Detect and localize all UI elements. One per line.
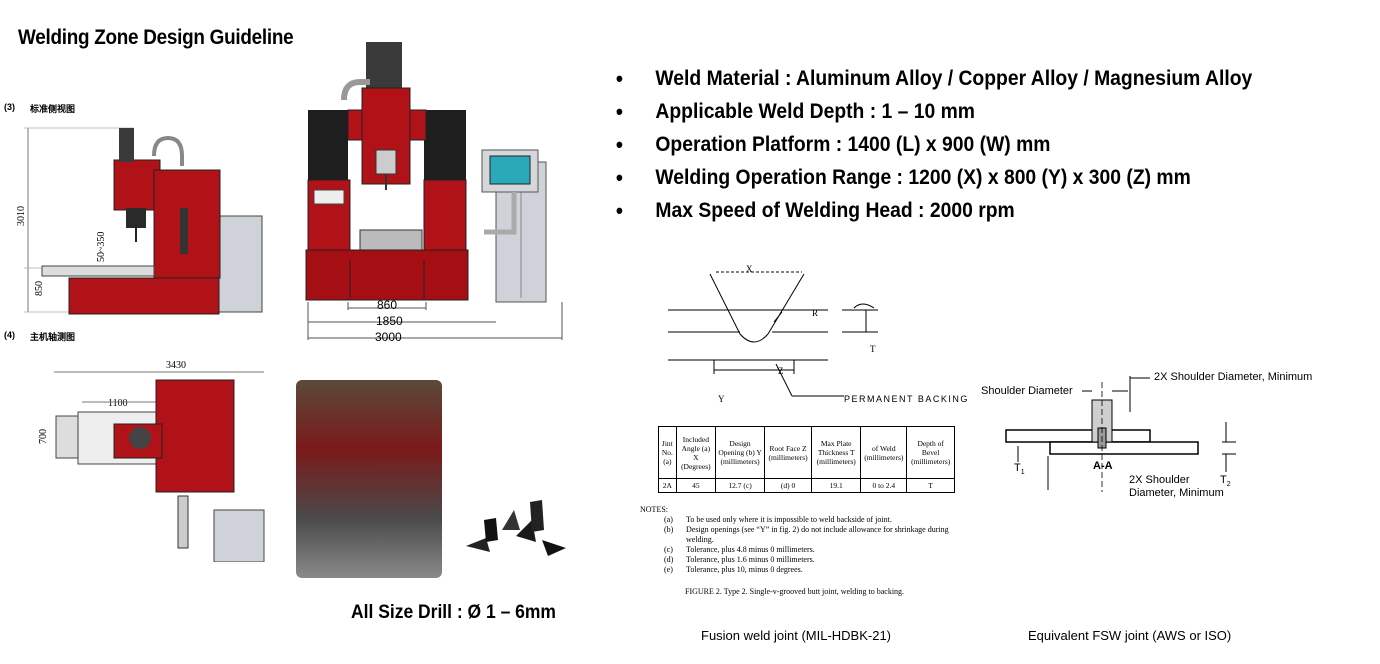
note-item: (a)To be used only where it is impossibl… [664, 515, 892, 524]
table-cell: T [906, 478, 955, 493]
table-cell: 12.7 (c) [714, 478, 766, 493]
table-header: of Weld (millimeters) [860, 426, 908, 479]
side-view-drawing [24, 127, 263, 315]
table-header: Included Angle (a) X (Degrees) [675, 426, 717, 479]
table-header: Max Plate Thickness T (millimeters) [811, 426, 862, 479]
spec-item: Weld Material : Aluminum Alloy / Copper … [614, 62, 1252, 95]
drill-label: All Size Drill : Ø 1 – 6mm [351, 602, 556, 623]
spec-item: Max Speed of Welding Head : 2000 rpm [614, 194, 1252, 227]
note-item: (d)Tolerance, plus 1.6 minus 0 millimete… [664, 555, 815, 564]
front-dim-860: 860 [377, 298, 398, 312]
table-header: Root Face Z (millimeters) [764, 426, 813, 479]
table-header: Design Opening (b) Y (millimeters) [714, 426, 766, 479]
table-cell: 45 [675, 478, 717, 493]
spec-list: Weld Material : Aluminum Alloy / Copper … [614, 62, 1308, 227]
table-cell: (d) 0 [764, 478, 813, 493]
dim-height: 3010 [16, 206, 27, 226]
front-dim-3000: 3000 [375, 330, 402, 344]
fusion-label-r: R [812, 308, 819, 318]
table-cell: 2A [658, 478, 677, 493]
top-dim-width: 3430 [166, 360, 186, 371]
drill-bits-image [466, 500, 566, 556]
note-item: (c)Tolerance, plus 4.8 minus 0 millimete… [664, 545, 815, 554]
spec-item: Welding Operation Range : 1200 (X) x 800… [614, 161, 1252, 194]
fsw-caption: Equivalent FSW joint (AWS or ISO) [1028, 628, 1232, 643]
fusion-notes: NOTES: (a)To be used only where it is im… [640, 505, 980, 575]
fsw-joint-diagram [1005, 376, 1236, 492]
fsw-bottom-label-2: Diameter, Minimum [1129, 487, 1224, 499]
table-header: Jint No. (a) [658, 426, 677, 479]
fsw-section-label: A-A [1093, 460, 1113, 472]
machine-photo [296, 380, 442, 578]
dim-base: 850 [34, 281, 45, 296]
table-cell: 0 to 2.4 [860, 478, 908, 493]
fusion-table: Jint No. (a) Included Angle (a) X (Degre… [658, 426, 955, 493]
fsw-t2-label: T2 [1220, 474, 1231, 489]
spec-item: Applicable Weld Depth : 1 – 10 mm [614, 95, 1252, 128]
fsw-shoulder-label: Shoulder Diameter [981, 385, 1073, 397]
figure-caption: FIGURE 2. Type 2. Single-v-grooved butt … [685, 587, 905, 596]
axo-view-label: 主机轴测图 [30, 332, 76, 342]
fusion-label-y: Y [718, 394, 725, 404]
top-view-drawing [54, 371, 265, 562]
table-cell: 19.1 [811, 478, 862, 493]
notes-title: NOTES: [640, 505, 668, 514]
note-item: (e)Tolerance, plus 10, minus 0 degrees. [664, 565, 803, 574]
fusion-joint-diagram [668, 271, 878, 397]
fusion-caption: Fusion weld joint (MIL-HDBK-21) [701, 628, 892, 643]
dim-stroke: 50~350 [96, 231, 107, 262]
axo-view-index: (4) [4, 330, 15, 340]
fusion-label-backing: PERMANENT BACKING [844, 394, 969, 404]
fusion-label-t: T [870, 344, 876, 354]
fsw-2x-label: 2X Shoulder Diameter, Minimum [1154, 371, 1313, 383]
spec-item: Operation Platform : 1400 (L) x 900 (W) … [614, 128, 1252, 161]
side-view-index: (3) [4, 102, 15, 112]
fusion-label-z: Z [778, 366, 784, 376]
side-view-label: 标准侧视图 [30, 104, 76, 114]
fsw-bottom-label-1: 2X Shoulder [1129, 474, 1190, 486]
table-row: 2A 45 12.7 (c) (d) 0 19.1 0 to 2.4 T [658, 478, 955, 493]
front-dim-1850: 1850 [376, 314, 403, 328]
table-header: Depth of Bevel (millimeters) [906, 426, 955, 479]
page-title: Welding Zone Design Guideline [18, 26, 294, 49]
note-item: (b)Design openings (see “Y” in fig. 2) d… [664, 525, 949, 544]
fusion-label-x: X [746, 264, 753, 274]
fsw-t1-label: T1 [1014, 462, 1025, 477]
top-dim-inner: 1100 [108, 398, 128, 409]
front-view-drawing [305, 42, 563, 340]
